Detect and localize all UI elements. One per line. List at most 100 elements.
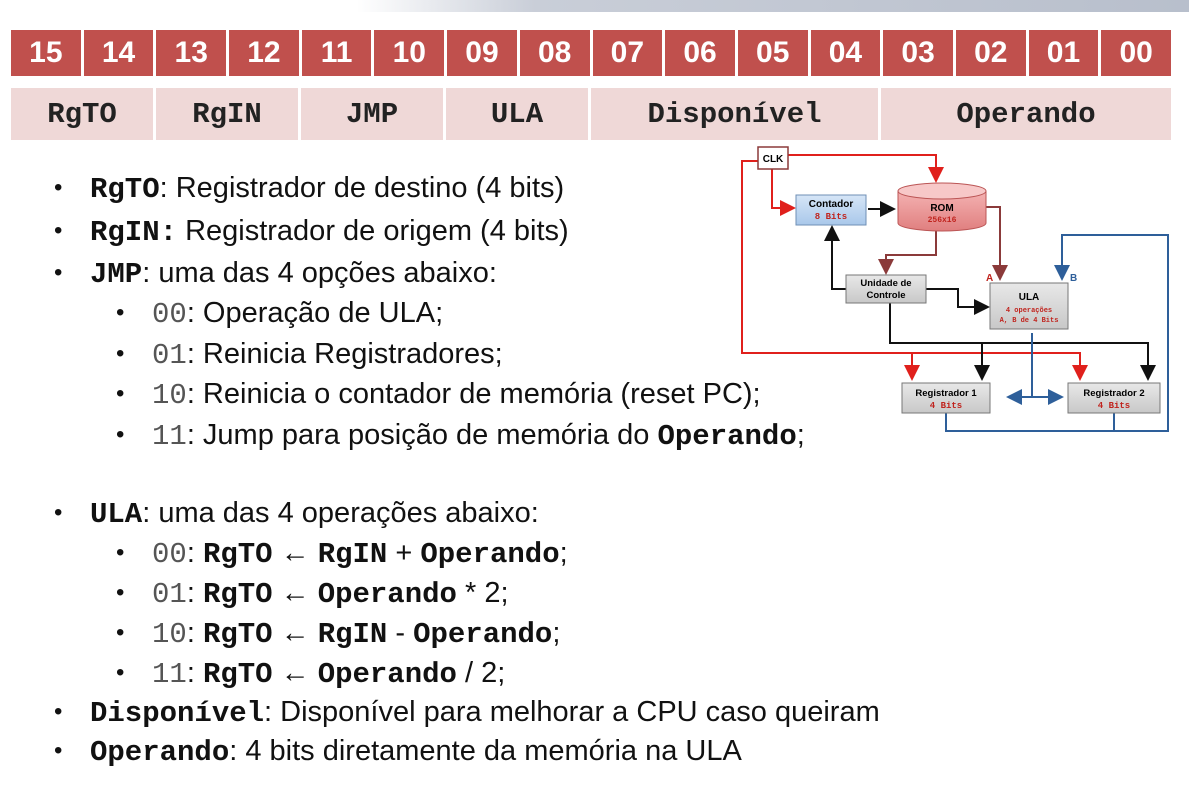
term-rgin: RgIN: (90, 216, 178, 249)
bullet-dot: • (116, 619, 125, 646)
jmp-desc: : Reinicia o contador de memória (reset … (186, 378, 761, 410)
reg1-box (901, 382, 991, 414)
bullet-jmp: • JMP: uma das 4 opções abaixo: (54, 255, 497, 293)
colon: : (186, 577, 203, 609)
ula-code: 11 (152, 658, 187, 691)
ula-operator: + (387, 537, 421, 569)
desc-rgto: : Registrador de destino (4 bits) (159, 172, 565, 204)
bullet-disponivel: • Disponível: Disponível para melhorar a… (54, 694, 880, 732)
ula-operator: * 2 (456, 577, 501, 609)
term-operando: Operando (657, 420, 797, 453)
rom-body (897, 191, 987, 232)
contador-block: Contador 8 Bits (795, 194, 867, 226)
bit-cell-06: 06 (665, 30, 738, 76)
ula-option-00: • 00: RgTO ← RgIN + Operando; (116, 535, 568, 573)
bit-cell-14: 14 (83, 30, 157, 76)
rom-block: ROM 256x16 (897, 182, 987, 232)
jmp-option-01: • 01: Reinicia Registradores; (116, 336, 503, 374)
bullet-dot: • (54, 698, 63, 725)
ula-src: RgIN (317, 618, 388, 651)
clk-block: CLK (757, 146, 789, 170)
bullet-dot: • (116, 539, 125, 566)
reg-to-ula-b-wire (1054, 234, 1169, 383)
ula-src: Operando (317, 658, 457, 691)
jmp-option-11: • 11: Jump para posição de memória do Op… (116, 417, 805, 455)
ula-port-b-label: B (1070, 273, 1077, 284)
ula-sub1: 4 operações (1006, 307, 1052, 315)
bit-cell-12: 12 (229, 30, 302, 76)
bullet-dot: • (116, 659, 125, 686)
bullet-dot: • (116, 299, 125, 326)
uc-line2: Controle (866, 290, 905, 301)
cpu-block-diagram: CLK Contador 8 Bits ROM 256x16 Unidade d… (741, 146, 1169, 432)
ula-box (989, 282, 1069, 330)
desc-rgin: Registrador de origem (4 bits) (177, 215, 569, 247)
bit-cell-15: 15 (11, 30, 84, 76)
ula-code: 01 (152, 578, 187, 611)
reg2-box (1067, 382, 1161, 414)
bit-cell-08: 08 (519, 30, 593, 76)
colon: : (186, 657, 203, 689)
rom-sub: 256x16 (928, 216, 957, 225)
clk-box (757, 146, 789, 170)
jmp-desc: : Jump para posição de memória do (186, 419, 658, 451)
jmp-end: ; (796, 419, 805, 451)
uc-line1: Unidade de (860, 278, 911, 289)
jmp-code: 00 (152, 298, 187, 331)
ula-operand: Operando (420, 538, 560, 571)
top-decor-band (0, 0, 1189, 12)
bullet-dot: • (54, 737, 63, 764)
ula-option-10: • 10: RgTO ← RgIN - Operando; (116, 615, 560, 653)
clk-to-rom-wire (788, 154, 944, 183)
desc-jmp: : uma das 4 opções abaixo: (142, 257, 497, 289)
field-ula: ULA (446, 88, 591, 140)
reg1-block: Registrador 1 4 Bits (901, 382, 991, 414)
term-jmp: JMP (90, 258, 143, 291)
desc-disponivel: : Disponível para melhorar a CPU caso qu… (264, 696, 880, 728)
bullet-dot: • (54, 499, 63, 526)
desc-operando: : 4 bits diretamente da memória na ULA (229, 735, 742, 767)
ula-src: Operando (317, 578, 457, 611)
ula-option-01: • 01: RgTO ← Operando * 2; (116, 575, 509, 613)
bullet-dot: • (116, 579, 125, 606)
term-operando: Operando (90, 736, 230, 769)
bullet-rgto: • RgTO: Registrador de destino (4 bits) (54, 170, 565, 208)
rom-to-uc-wire (878, 225, 937, 275)
clock-wires (741, 154, 1088, 381)
bit-cell-13: 13 (156, 30, 230, 76)
field-jmp: JMP (301, 88, 446, 140)
bullet-dot: • (116, 380, 125, 407)
ula-end: ; (500, 577, 509, 609)
uc-block: Unidade de Controle (845, 274, 927, 304)
ula-operator: - (387, 617, 414, 649)
uc-to-reg2-wire (982, 342, 1156, 381)
field-dispon-vel: Disponível (591, 88, 881, 140)
ula-code: 00 (152, 538, 187, 571)
ula-arrow: ← (272, 537, 318, 569)
jmp-code: 11 (152, 420, 187, 453)
desc-ula: : uma das 4 operações abaixo: (142, 497, 539, 529)
ula-operator: / 2 (456, 657, 498, 689)
ula-code: 10 (152, 618, 187, 651)
field-rgto: RgTO (11, 88, 156, 140)
bit-cell-03: 03 (883, 30, 956, 76)
jmp-desc: : Operação de ULA; (186, 297, 444, 329)
ula-dest: RgTO (202, 618, 273, 651)
bullet-dot: • (54, 259, 63, 286)
ula-sub2: A, B de 4 Bits (1000, 317, 1059, 325)
ula-src: RgIN (317, 538, 388, 571)
ula-option-11: • 11: RgTO ← Operando / 2; (116, 655, 505, 693)
bullet-dot: • (116, 340, 125, 367)
rom-top (897, 182, 987, 200)
ula-arrow: ← (272, 577, 318, 609)
ula-operand: Operando (413, 618, 553, 651)
data-wires (945, 234, 1169, 432)
ula-arrow: ← (272, 657, 318, 689)
bullet-rgin: • RgIN: Registrador de origem (4 bits) (54, 213, 569, 251)
colon: : (186, 537, 203, 569)
reg2-bus-wire (1114, 383, 1169, 432)
bullet-operando: • Operando: 4 bits diretamente da memóri… (54, 733, 742, 771)
